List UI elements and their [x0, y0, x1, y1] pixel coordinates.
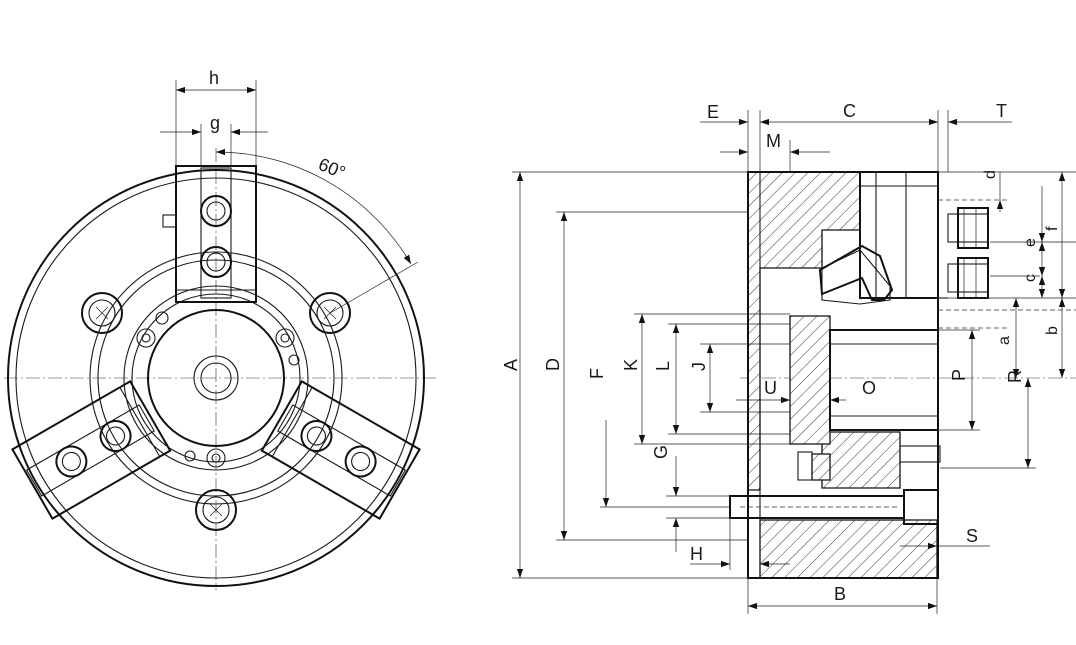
- label-a: a: [996, 336, 1013, 345]
- section-view: E C T M: [501, 101, 1076, 614]
- dim-top: [700, 110, 1012, 172]
- label-J: J: [689, 362, 709, 371]
- jaw-left: [11, 379, 172, 521]
- label-B: B: [834, 584, 846, 604]
- label-e: e: [1022, 238, 1039, 247]
- small-holes: [136, 311, 300, 468]
- jaw-top: [162, 165, 257, 303]
- dim-right: [747, 171, 1076, 614]
- label-angle: 60°: [316, 154, 349, 183]
- front-view: h g 60°: [4, 68, 436, 590]
- label-K: K: [621, 359, 641, 371]
- label-D: D: [543, 358, 563, 371]
- label-H: H: [690, 544, 703, 564]
- label-U: U: [764, 378, 777, 398]
- jaw-right: [260, 379, 421, 521]
- mount-screw: [729, 489, 939, 525]
- label-P: P: [949, 369, 969, 381]
- label-M: M: [766, 131, 781, 151]
- label-c: c: [1022, 274, 1039, 282]
- jaw-screws: [947, 207, 989, 299]
- label-d: d: [982, 170, 999, 179]
- label-O: O: [862, 378, 876, 398]
- label-E: E: [707, 102, 719, 122]
- label-C: C: [843, 101, 856, 121]
- label-R: R: [1005, 370, 1025, 383]
- label-g: g: [210, 113, 220, 133]
- label-T: T: [996, 101, 1007, 121]
- label-L: L: [653, 361, 673, 371]
- dim-left: [512, 171, 846, 579]
- dim-h-g: [160, 80, 268, 166]
- label-F: F: [587, 368, 607, 379]
- label-G: G: [651, 445, 671, 459]
- label-f: f: [1044, 226, 1061, 231]
- label-b: b: [1044, 326, 1061, 335]
- mounting-bolts: [81, 292, 351, 531]
- label-h: h: [209, 68, 219, 88]
- label-S: S: [966, 526, 978, 546]
- dim-angle: [215, 148, 419, 314]
- label-A: A: [501, 359, 521, 371]
